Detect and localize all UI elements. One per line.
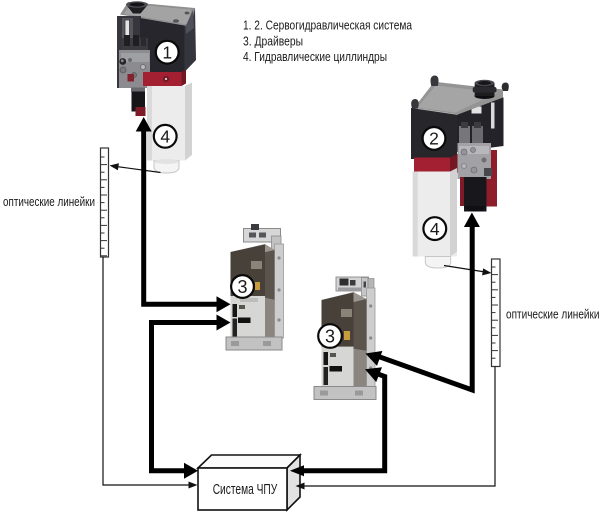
- svg-text:1: 1: [162, 43, 172, 63]
- svg-text:3: 3: [237, 277, 247, 297]
- svg-text:оптические линейки: оптические линейки: [3, 195, 95, 209]
- svg-text:2: 2: [429, 129, 439, 149]
- svg-text:4: 4: [160, 127, 170, 147]
- svg-text:4. Гидравлические циллиндры: 4. Гидравлические циллиндры: [243, 49, 387, 64]
- svg-text:3. Драйверы: 3. Драйверы: [243, 33, 303, 48]
- svg-text:оптические линейки: оптические линейки: [506, 308, 600, 322]
- svg-text:4: 4: [430, 219, 440, 239]
- svg-text:Система ЧПУ: Система ЧПУ: [213, 481, 278, 498]
- svg-text:1. 2. Сервогидравлическая сист: 1. 2. Сервогидравлическая система: [243, 18, 413, 33]
- svg-text:3: 3: [325, 327, 335, 347]
